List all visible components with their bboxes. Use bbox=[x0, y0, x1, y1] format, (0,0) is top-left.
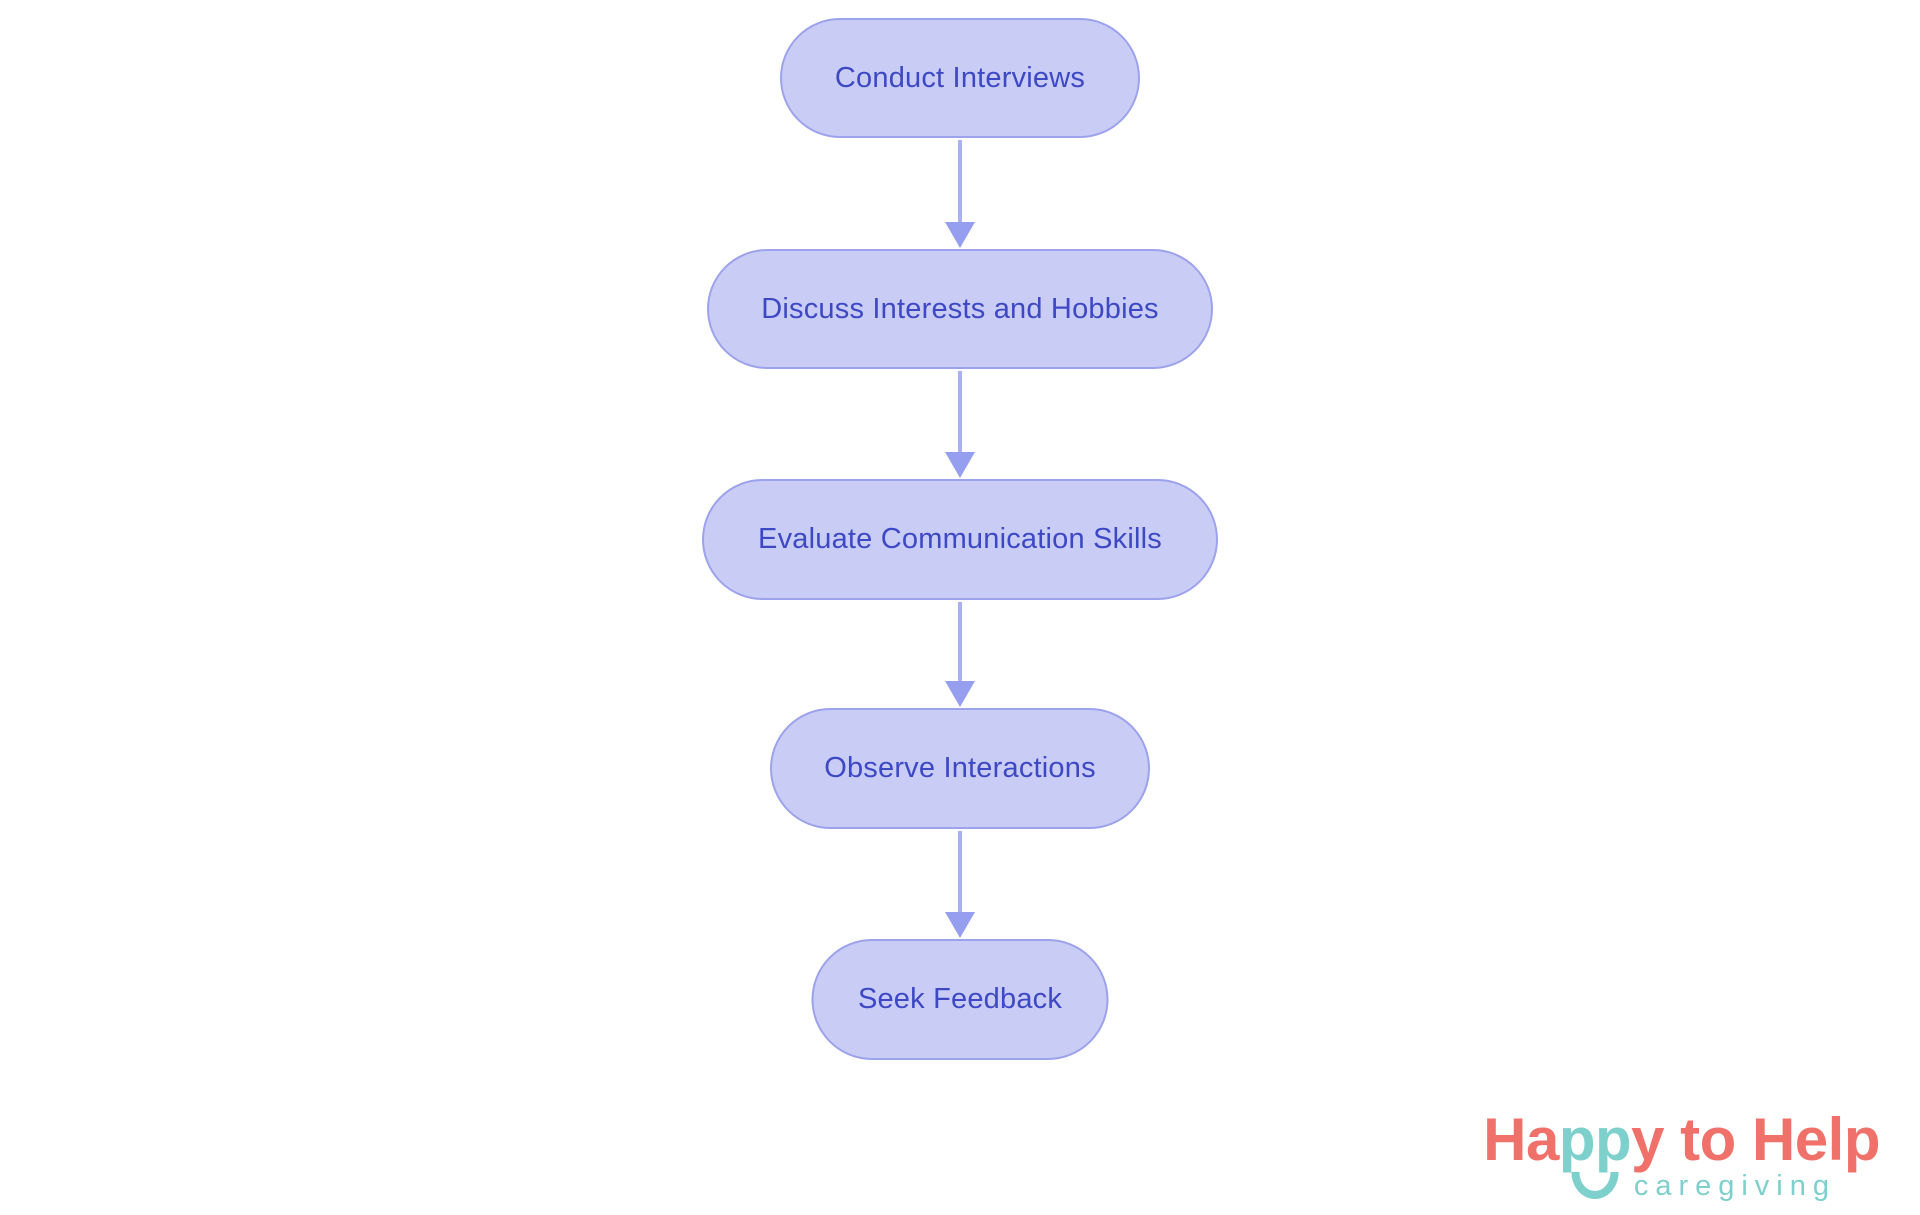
flow-arrow bbox=[945, 140, 975, 248]
node-label: Observe Interactions bbox=[824, 752, 1096, 784]
arrow-line bbox=[958, 140, 962, 223]
arrow-line bbox=[958, 831, 962, 913]
logo-text-coral: y to Help bbox=[1631, 1106, 1880, 1173]
node-label: Discuss Interests and Hobbies bbox=[761, 292, 1159, 325]
flow-node-evaluate-communication-skills: Evaluate Communication Skills bbox=[702, 479, 1218, 600]
logo-pp-letters: pp bbox=[1558, 1106, 1632, 1173]
arrow-line bbox=[958, 371, 962, 453]
flow-arrow bbox=[945, 831, 975, 938]
flow-node-seek-feedback: Seek Feedback bbox=[811, 939, 1109, 1060]
logo-text-teal-pp: pp bbox=[1559, 1110, 1632, 1199]
arrow-head-icon bbox=[945, 222, 975, 248]
arrow-line bbox=[958, 602, 962, 682]
flow-arrow bbox=[945, 602, 975, 707]
flow-node-observe-interactions: Observe Interactions bbox=[770, 708, 1150, 829]
smile-icon bbox=[1571, 1172, 1619, 1199]
arrow-head-icon bbox=[945, 681, 975, 707]
node-label: Conduct Interviews bbox=[834, 61, 1086, 94]
node-label: Evaluate Communication Skills bbox=[758, 523, 1162, 555]
flow-node-conduct-interviews: Conduct Interviews bbox=[780, 18, 1140, 138]
node-label: Seek Feedback bbox=[857, 983, 1063, 1015]
flow-node-discuss-interests-and-hobbies: Discuss Interests and Hobbies bbox=[707, 249, 1213, 369]
arrow-head-icon bbox=[945, 452, 975, 478]
logo-text-coral: Ha bbox=[1483, 1106, 1559, 1173]
arrow-head-icon bbox=[945, 912, 975, 938]
logo-tagline: caregiving bbox=[1633, 1170, 1836, 1202]
flow-arrow bbox=[945, 371, 975, 478]
